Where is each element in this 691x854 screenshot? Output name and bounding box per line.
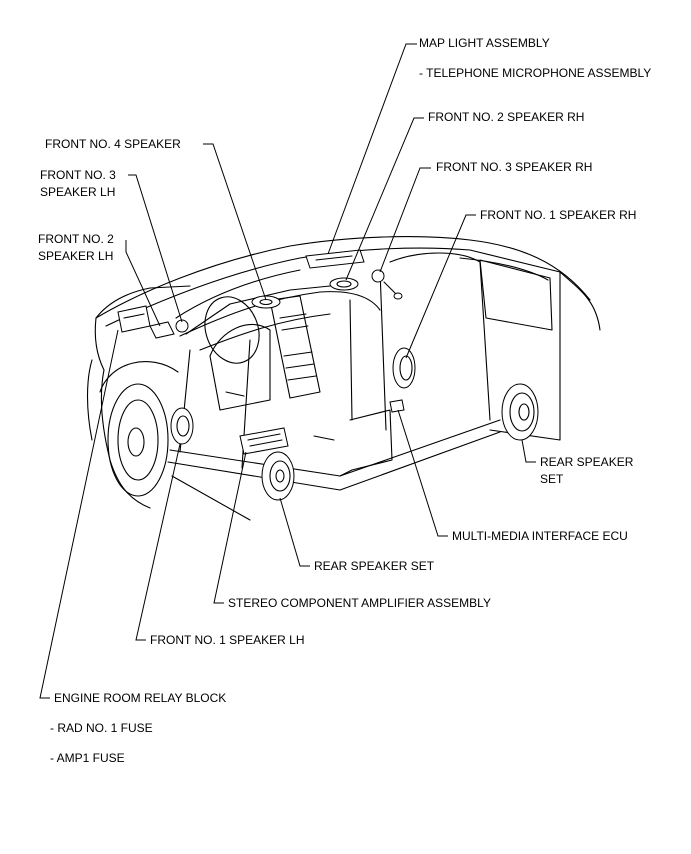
label-multi-media-interface-ecu: MULTI-MEDIA INTERFACE ECU xyxy=(452,529,628,543)
stereo-component-amplifier-assembly-part xyxy=(239,427,289,455)
label-rear-speaker-set-right-line2: SET xyxy=(540,472,564,486)
label-map-light-assembly: MAP LIGHT ASSEMBLY xyxy=(419,36,550,50)
leader-lines xyxy=(39,43,536,699)
label-front-no2-speaker-lh-line2: SPEAKER LH xyxy=(38,249,114,263)
label-front-no4-speaker: FRONT NO. 4 SPEAKER xyxy=(45,137,181,151)
multi-media-interface-ecu-part xyxy=(389,399,405,413)
front-no1-speaker-lh-part xyxy=(170,407,194,445)
label-front-no2-speaker-lh-line1: FRONT NO. 2 xyxy=(38,232,114,246)
rear-speaker-set-part xyxy=(261,451,295,501)
label-telephone-microphone-assembly: - TELEPHONE MICROPHONE ASSEMBLY xyxy=(419,66,652,80)
front-no4-speaker-part xyxy=(251,295,281,309)
label-front-no2-speaker-rh: FRONT NO. 2 SPEAKER RH xyxy=(428,110,585,124)
rear-speaker-set-right-part xyxy=(501,383,539,441)
label-stereo-component-amplifier-assembly: STEREO COMPONENT AMPLIFIER ASSEMBLY xyxy=(228,596,491,610)
map-light-assembly-part xyxy=(305,249,365,269)
label-rad-no1-fuse: - RAD NO. 1 FUSE xyxy=(50,721,153,735)
front-no2-speaker-rh-part xyxy=(329,277,359,291)
label-rear-speaker-set: REAR SPEAKER SET xyxy=(314,559,435,573)
engine-room-relay-block-part xyxy=(117,305,151,333)
label-rear-speaker-set-right-line1: REAR SPEAKER xyxy=(540,455,634,469)
label-front-no3-speaker-rh: FRONT NO. 3 SPEAKER RH xyxy=(436,160,593,174)
front-no1-speaker-rh-part xyxy=(392,347,416,389)
front-no3-speaker-rh-part xyxy=(371,269,403,300)
label-engine-room-relay-block: ENGINE ROOM RELAY BLOCK xyxy=(54,691,227,705)
front-no3-speaker-lh-part xyxy=(175,319,189,333)
label-front-no1-speaker-lh: FRONT NO. 1 SPEAKER LH xyxy=(150,633,305,647)
label-amp1-fuse: - AMP1 FUSE xyxy=(50,751,125,765)
label-front-no3-speaker-lh-line1: FRONT NO. 3 xyxy=(40,168,116,182)
front-no2-speaker-lh-part xyxy=(149,321,175,339)
label-front-no3-speaker-lh-line2: SPEAKER LH xyxy=(40,185,116,199)
label-front-no1-speaker-rh: FRONT NO. 1 SPEAKER RH xyxy=(480,208,637,222)
